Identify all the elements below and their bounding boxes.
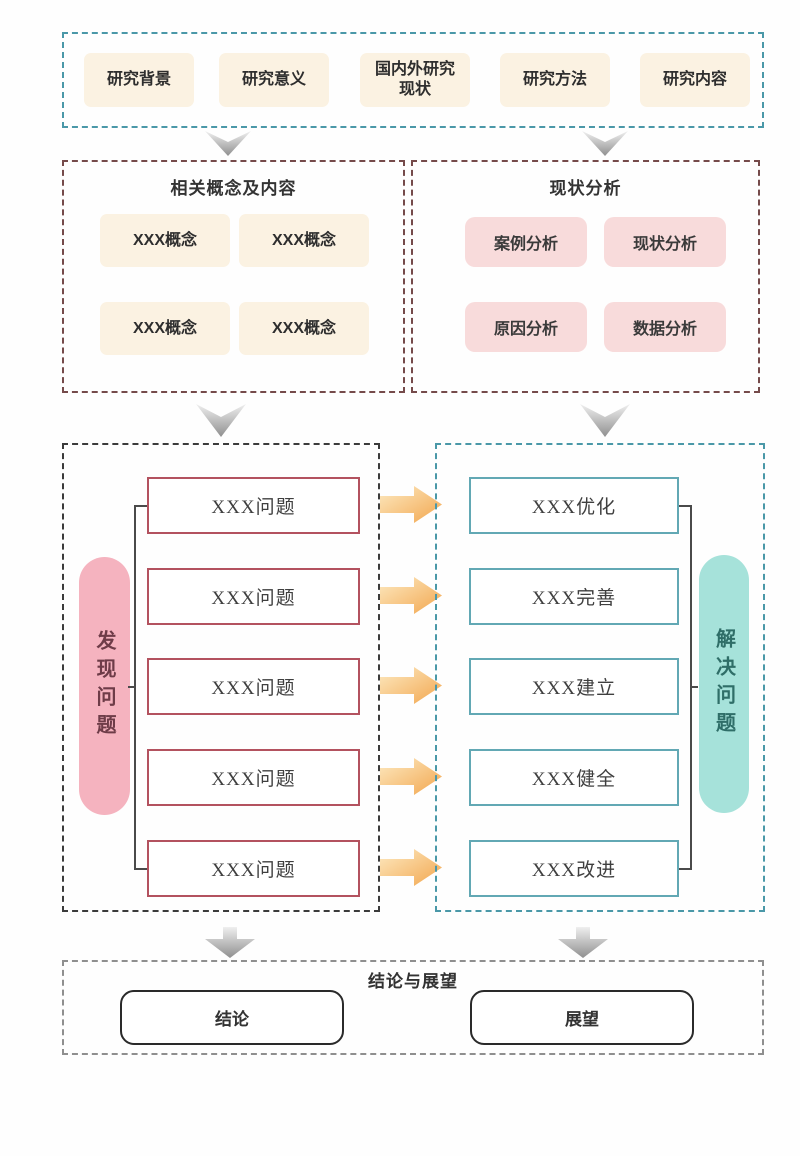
outlook-item-label: 展望 <box>565 1010 599 1029</box>
problems-bracket <box>128 505 147 870</box>
concepts-title: 相关概念及内容 <box>170 179 297 198</box>
concept-item-label: XXX概念 <box>132 319 198 337</box>
solution-item-label: XXX完善 <box>531 588 617 609</box>
analysis-item-label: 原因分析 <box>493 321 558 338</box>
intro-item-label: 研究方法 <box>522 71 587 88</box>
intro-item: 研究方法 <box>500 53 610 107</box>
solutions-bracket <box>679 505 698 870</box>
analysis-item-label: 数据分析 <box>632 321 697 338</box>
down-chevron-icon <box>582 131 628 156</box>
intro-item-label: 研究背景 <box>106 71 171 88</box>
problem-item-label: XXX问题 <box>211 860 296 881</box>
outlook-item: 展望 <box>470 990 694 1045</box>
problem-item: XXX问题 <box>147 568 360 625</box>
analysis-section: 现状分析 案例分析 现状分析 原因分析 数据分析 <box>411 160 760 393</box>
concept-item-label: XXX概念 <box>271 231 337 249</box>
problem-item: XXX问题 <box>147 840 360 897</box>
right-arrow-icon <box>380 667 442 704</box>
intro-item: 研究意义 <box>219 53 329 107</box>
solution-item-label: XXX建立 <box>531 678 617 699</box>
solution-item: XXX优化 <box>469 477 679 534</box>
intro-section: 研究背景 研究意义 国内外研究现状 研究方法 研究内容 <box>62 32 764 128</box>
solution-item: XXX建立 <box>469 658 679 715</box>
solutions-pill: 解决问题 <box>699 555 749 813</box>
right-arrow-icon <box>380 849 442 886</box>
down-arrow-icon <box>205 927 255 958</box>
down-arrow-icon <box>558 927 608 958</box>
conclusion-item: 结论 <box>120 990 344 1045</box>
intro-item: 国内外研究现状 <box>360 53 470 107</box>
problem-item: XXX问题 <box>147 477 360 534</box>
problems-section: 发现问题 XXX问题 XXX问题 XXX问题 XXX问题 XXX问题 <box>62 443 380 912</box>
solution-item: XXX健全 <box>469 749 679 806</box>
down-chevron-icon <box>196 404 246 437</box>
problem-item-label: XXX问题 <box>211 497 296 518</box>
solution-item-label: XXX改进 <box>531 860 617 881</box>
down-chevron-icon <box>205 131 251 156</box>
problems-pill: 发现问题 <box>79 557 130 815</box>
conclusion-section: 结论与展望 结论 展望 <box>62 960 764 1055</box>
concept-item: XXX概念 <box>100 302 230 355</box>
analysis-item-label: 现状分析 <box>632 236 697 253</box>
solution-item: XXX改进 <box>469 840 679 897</box>
solutions-section: XXX优化 XXX完善 XXX建立 XXX健全 XXX改进 解决问题 <box>435 443 765 912</box>
conclusion-title: 结论与展望 <box>368 972 458 991</box>
intro-item: 研究内容 <box>640 53 750 107</box>
problem-item: XXX问题 <box>147 749 360 806</box>
analysis-item: 数据分析 <box>604 302 726 352</box>
concepts-section: 相关概念及内容 XXX概念 XXX概念 XXX概念 XXX概念 <box>62 160 405 393</box>
concept-item: XXX概念 <box>239 302 369 355</box>
intro-item-label: 国内外研究现状 <box>374 61 455 98</box>
analysis-title: 现状分析 <box>549 179 622 198</box>
solutions-pill-label: 解决问题 <box>712 628 735 740</box>
solution-item: XXX完善 <box>469 568 679 625</box>
down-chevron-icon <box>580 404 630 437</box>
problem-item-label: XXX问题 <box>211 678 296 699</box>
analysis-item: 案例分析 <box>465 217 587 267</box>
analysis-item: 原因分析 <box>465 302 587 352</box>
solution-item-label: XXX优化 <box>531 497 617 518</box>
concept-item-label: XXX概念 <box>132 231 198 249</box>
problems-pill-label: 发现问题 <box>93 630 115 742</box>
conclusion-item-label: 结论 <box>215 1010 249 1029</box>
concept-item: XXX概念 <box>100 214 230 267</box>
right-arrow-icon <box>380 758 442 795</box>
analysis-item: 现状分析 <box>604 217 726 267</box>
intro-item-label: 研究内容 <box>662 71 727 88</box>
analysis-item-label: 案例分析 <box>493 236 558 253</box>
problem-item-label: XXX问题 <box>211 769 296 790</box>
concept-item-label: XXX概念 <box>271 319 337 337</box>
solution-item-label: XXX健全 <box>531 769 617 790</box>
problem-item: XXX问题 <box>147 658 360 715</box>
intro-item: 研究背景 <box>84 53 194 107</box>
intro-item-label: 研究意义 <box>241 71 306 88</box>
right-arrow-icon <box>380 486 442 523</box>
concept-item: XXX概念 <box>239 214 369 267</box>
problem-item-label: XXX问题 <box>211 588 296 609</box>
right-arrow-icon <box>380 577 442 614</box>
